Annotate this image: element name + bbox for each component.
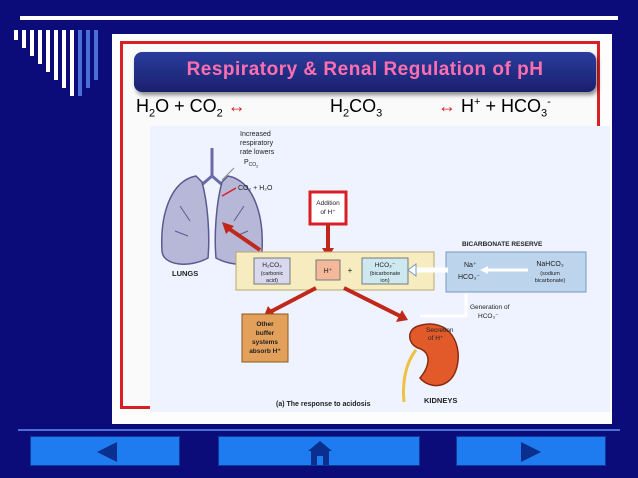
buffer-label-line2: buffer [256, 330, 275, 337]
previous-icon [97, 442, 117, 462]
bicarbonate-ion-box [361, 257, 409, 285]
respiratory-note-line1: Increased [240, 131, 271, 138]
equation-reactants: H2O + CO2 ↔ [136, 96, 246, 120]
kidneys-label: KIDNEYS [424, 396, 457, 405]
hydrogen-ion-box [315, 259, 341, 281]
pco2-label: PCO2 [244, 159, 259, 169]
slide: Respiratory & Renal Regulation of pH H2O… [112, 34, 612, 424]
slide-title: Respiratory & Renal Regulation of pH [186, 59, 544, 80]
buffer-systems-box [241, 313, 289, 363]
note-pointer [221, 167, 235, 181]
generation-arrow [420, 294, 468, 318]
title-bar: Respiratory & Renal Regulation of pH [134, 52, 596, 92]
carbonic-acid-name2: acid) [266, 278, 278, 284]
secretion-label-line1: Secretion [426, 327, 454, 334]
addition-box [308, 190, 348, 226]
equation-carbonic-acid: H2CO3 [330, 96, 383, 120]
co2-out-arrow [221, 187, 237, 197]
previous-button[interactable] [30, 436, 180, 466]
arrow-to-buffers [269, 286, 317, 314]
buffer-label-line3: systems [252, 339, 278, 346]
bicarbonate-ion-formula: HCO₃⁻ [375, 262, 396, 269]
respiratory-note-line2: respiratory [240, 140, 274, 147]
sodium-bicarbonate-formula: NaHCO₃ [536, 261, 564, 268]
carbonic-acid-formula: H₂CO₃ [262, 262, 282, 269]
buffer-label-line1: Other [256, 321, 274, 328]
equilibrium-arrow: ↔ [438, 96, 456, 116]
decorative-stripes [14, 30, 98, 96]
addition-label-line2: of H⁺ [320, 209, 336, 216]
sodium-bicarbonate-name2: bicarbonate) [535, 278, 566, 284]
lungs-label: LUNGS [172, 269, 198, 278]
arrow-to-lungs [226, 226, 262, 252]
next-icon [521, 442, 541, 462]
buffer-label-line4: absorb H⁺ [249, 348, 281, 355]
bicarbonate-reserve-heading: BICARBONATE RESERVE [462, 241, 543, 248]
ureter [402, 349, 418, 403]
bicarbonate-ion-name1: (bicarbonate [370, 271, 401, 277]
diagram-caption: (a) The response to acidosis [276, 401, 371, 408]
plus-sign: + [348, 266, 353, 275]
carbonic-acid-box [253, 257, 291, 285]
bicarbonate-ion-name2: ion) [380, 278, 389, 284]
reserve-bicarbonate: HCO₃⁻ [458, 274, 480, 281]
carbonic-acid-name1: (carbonic [261, 271, 284, 277]
top-rule [20, 16, 618, 20]
hydrogen-ion-label: H⁺ [324, 268, 333, 275]
arrow-to-kidneys [343, 286, 401, 318]
equilibrium-arrow: ↔ [227, 96, 246, 116]
addition-label-line1: Addition [316, 200, 340, 207]
respiratory-note-line3: rate lowers [240, 149, 275, 156]
home-button[interactable] [218, 436, 420, 466]
equation-products: ↔ H+ + HCO3- [438, 96, 551, 120]
bottom-rule [18, 429, 620, 431]
next-button[interactable] [456, 436, 606, 466]
sodium-bicarbonate-name1: (sodium [540, 271, 560, 277]
bicarbonate-reserve-box [445, 251, 587, 293]
home-icon [308, 441, 332, 465]
co2-water-label: CO₂ + H₂O [238, 185, 273, 192]
generation-label-line1: Generation of [470, 304, 510, 311]
reserve-sodium: Na⁺ [464, 262, 477, 269]
secretion-label-line2: of H⁺ [428, 335, 444, 342]
acidosis-response-diagram: LUNGS Increased respiratory rate lowers … [150, 126, 610, 412]
kidney-illustration [409, 323, 459, 387]
generation-label-line2: HCO₃⁻ [478, 313, 499, 320]
